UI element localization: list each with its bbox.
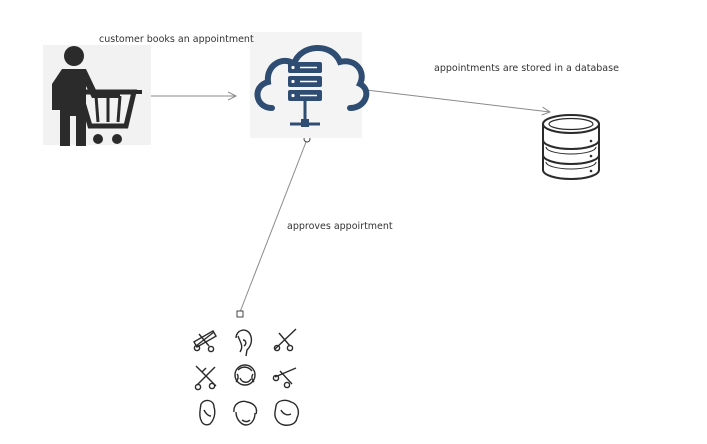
edge-server-to-salon <box>239 141 307 313</box>
edge-label-approves: approves appoirtment <box>287 221 393 232</box>
edge-label-customer-books: customer books an appointment <box>99 34 254 45</box>
curly-hair-icon <box>274 399 300 426</box>
edge-server-to-database <box>365 89 550 112</box>
edge-end-handle[interactable] <box>236 310 244 318</box>
scissors-comb-cross-icon <box>194 365 217 391</box>
scissors-comb-icon <box>193 329 217 353</box>
hair-style-icon <box>199 399 216 426</box>
woman-curly-hair-icon <box>234 364 256 386</box>
scissors-open-icon <box>272 367 297 389</box>
customer-with-cart-icon[interactable] <box>43 45 151 146</box>
cloud-server-icon[interactable] <box>250 32 370 138</box>
database-icon[interactable] <box>542 114 600 180</box>
man-face-icon <box>233 400 258 426</box>
salon-tools-icon-grid[interactable] <box>193 328 300 426</box>
edge-label-stored-in-database: appointments are stored in a database <box>434 63 619 74</box>
woman-profile-icon <box>235 329 253 357</box>
scissors-icon <box>273 328 297 352</box>
